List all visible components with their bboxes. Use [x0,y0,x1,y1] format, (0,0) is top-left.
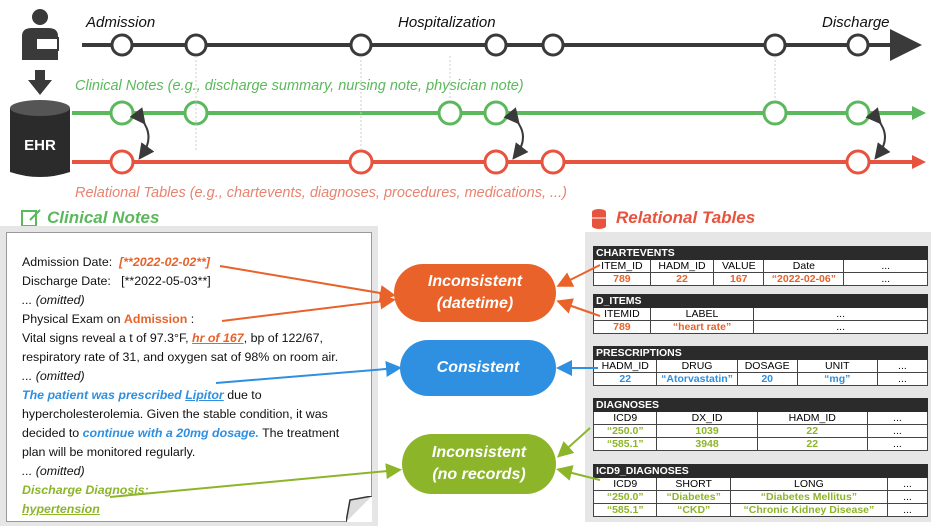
exam-admission: Admission [123,312,188,326]
clinical-notes-icon [20,208,42,228]
timeline-event-nodes [110,33,870,57]
admission-date-label: Admission Date: [22,255,113,269]
link-arrow-2 [503,107,529,160]
rx-line3c: The treatment [258,426,340,440]
consistent-pill: Consistent [400,340,556,396]
table-name: ICD9_DIAGNOSES [593,464,928,478]
timeline-diagram: EHR Admission Hospitalization Discharge … [10,9,926,201]
discharge-date-label: Discharge Date: [22,274,111,288]
admission-date-value: [**2022-02-02**] [119,255,211,269]
table-name: CHARTEVENTS [593,246,928,260]
link-arrow-1 [129,107,155,160]
patient-icon [22,9,59,60]
rx-dosage: continue with a 20mg dosage. [82,426,259,440]
relational-tables-caption: Relational Tables (e.g., chartevents, di… [75,185,567,201]
omitted-text-3: ... (omitted) [22,464,85,478]
ehr-database-icon: EHR [10,100,70,177]
exam-suffix: : [187,312,195,326]
rx-line4: plan will be monitored regularly. [22,445,196,459]
vitals-text: Vital signs reveal a t of 97.3°F, [22,331,193,345]
page-curl-icon [346,496,372,522]
rx-line3a: decided to [22,426,83,440]
link-arrow-3 [865,107,891,160]
exam-prefix: Physical Exam on [22,312,124,326]
clinical-notes-title: Clinical Notes [47,208,160,227]
vitals-line2: respiratory rate of 31, and oxygen sat o… [22,350,339,364]
rx-text: The patient was prescribed [22,388,186,402]
discharge-date-value: [**2022-05-03**] [121,274,211,288]
table-name: PRESCRIPTIONS [593,346,928,360]
hospitalization-label: Hospitalization [398,14,496,31]
rx-drug: Lipitor [185,388,224,402]
discharge-diagnosis-value: hypertension [22,502,100,516]
relational-tables-title: Relational Tables [616,208,756,227]
discharge-diagnosis-label: Discharge Diagnosis: [22,483,149,497]
rx-line2: hypercholesterolemia. Given the stable c… [22,407,328,421]
discharge-label: Discharge [822,14,890,31]
table-event-nodes [109,149,871,175]
heart-rate-mention: hr of 167 [192,331,244,345]
inconsistent-datetime-pill: Inconsistent(datetime) [394,264,556,322]
vitals-text-b: , bp of 122/67, [243,331,323,345]
table-name: DIAGNOSES [593,398,928,412]
database-icon [591,208,607,230]
down-arrow-icon [28,70,52,95]
admission-label: Admission [85,14,155,31]
note-event-nodes [109,100,871,126]
rx-text-b: due to [223,388,262,402]
omitted-text: ... (omitted) [22,293,85,307]
clinical-notes-caption: Clinical Notes (e.g., discharge summary,… [75,78,524,94]
clinical-note-document: Admission Date: [**2022-02-02**] Dischar… [6,232,372,522]
ehr-label: EHR [24,137,56,154]
inconsistent-no-records-pill: Inconsistent(no records) [402,434,556,494]
omitted-text-2: ... (omitted) [22,369,85,383]
